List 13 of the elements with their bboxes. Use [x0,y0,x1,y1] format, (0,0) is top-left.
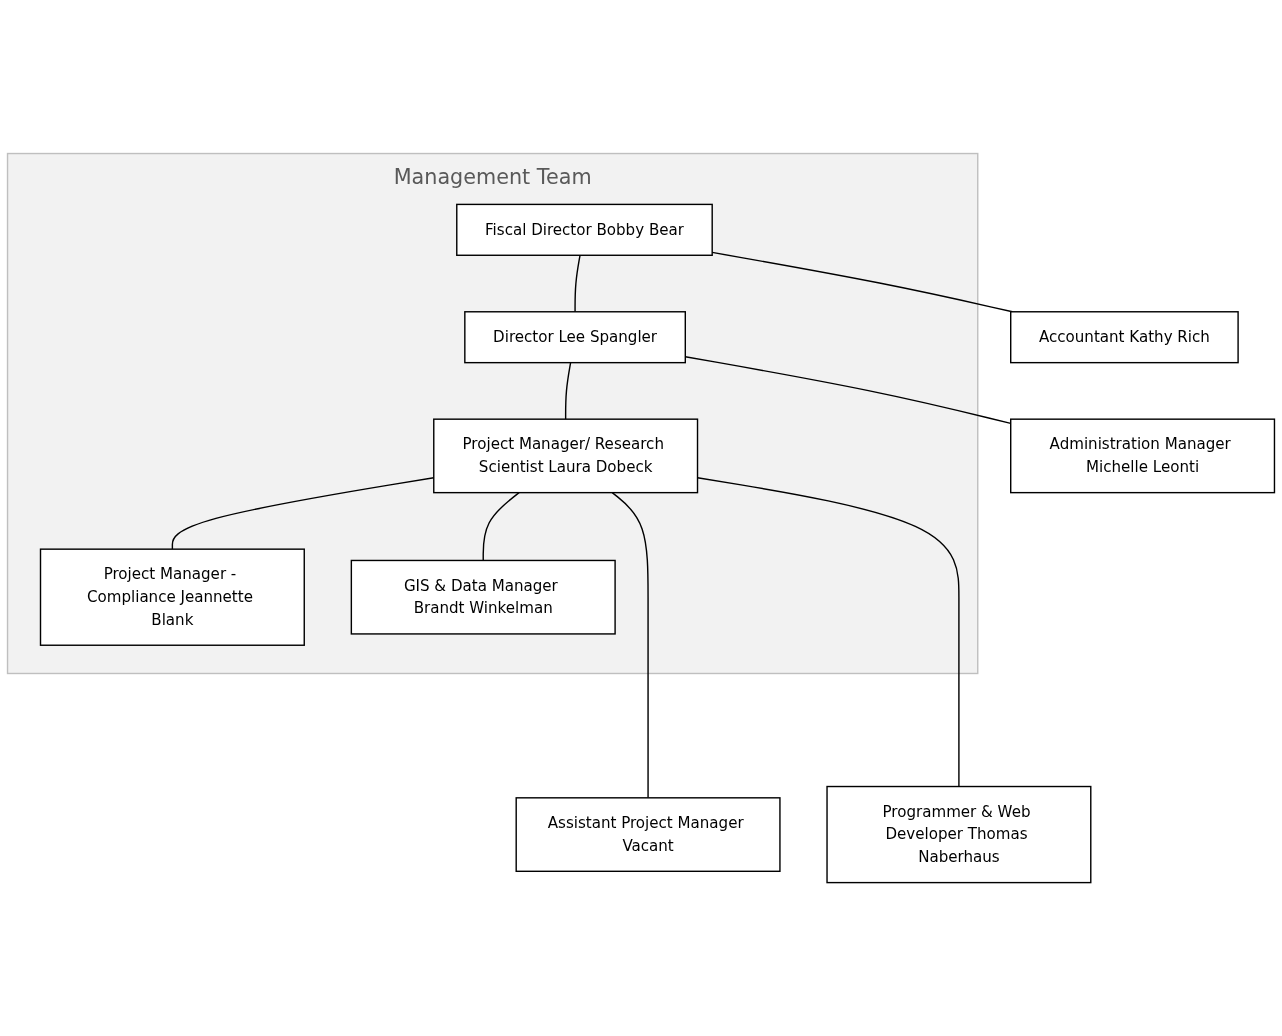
connector [611,491,649,799]
node-box: Director Lee Spangler [464,311,686,364]
connector [482,491,520,562]
node-box: GIS & Data Manager Brandt Winkelman [350,559,616,635]
connector [564,361,572,420]
connector [574,254,581,313]
node-box: Project Manager/ Research Scientist Laura Dobeck [433,418,699,494]
node-box: Project Manager - Compliance Jeannette Blank [39,548,305,646]
node-box: Assistant Project Manager Vacant [515,797,781,872]
node-box: Fiscal Director Bobby Bear [456,203,713,256]
node-box: Accountant Kathy Rich [1010,311,1239,364]
node-box: Administration Manager Michelle Leonti [1010,418,1276,494]
node-box: Programmer & Web Developer Thomas Naberhaus [826,785,1092,884]
